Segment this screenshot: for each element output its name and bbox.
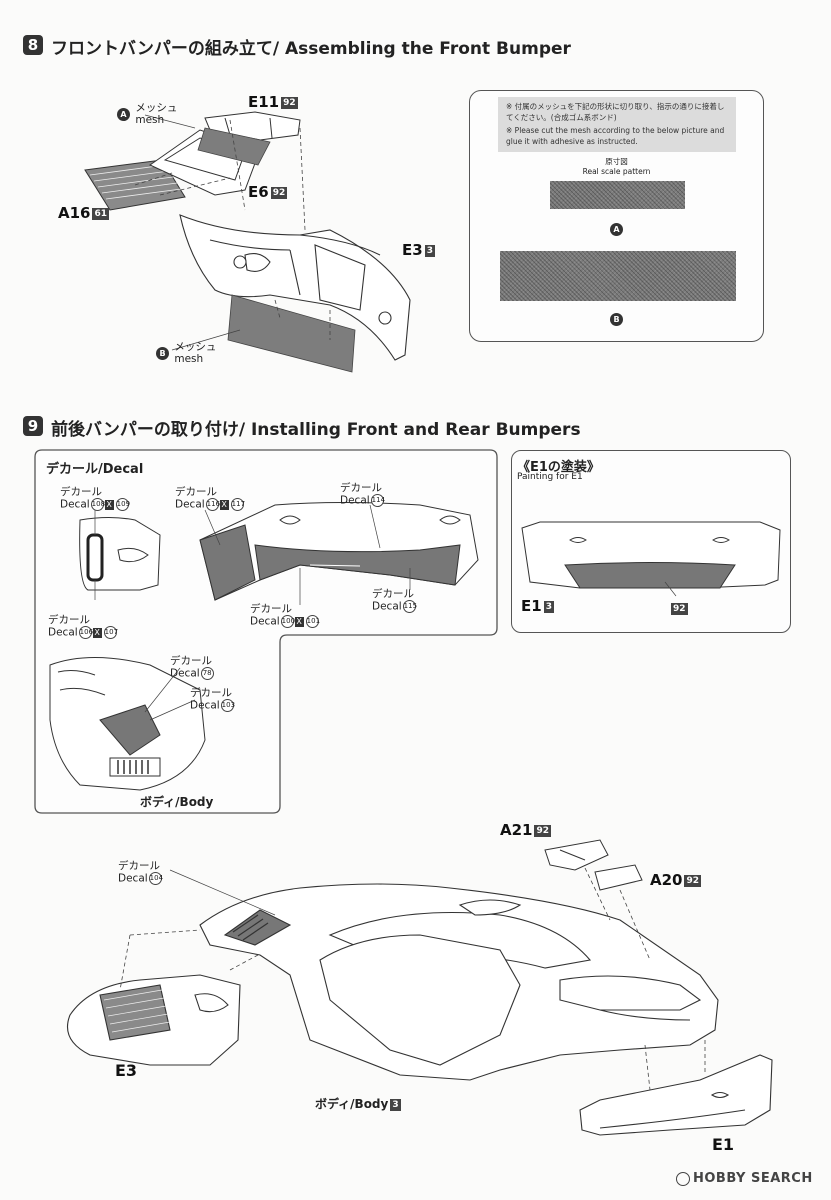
- part-label-e1-assembly: E1: [712, 1135, 735, 1154]
- marker-a-icon: A: [610, 223, 623, 236]
- assembly-guide-lines: [119, 867, 706, 1091]
- mesh-b-label: B メッシュ mesh: [156, 341, 216, 365]
- rear-bumper-decal-view: [199, 502, 479, 601]
- marker-b-icon: B: [156, 346, 169, 360]
- mesh-a-label: A メッシュ mesh: [117, 102, 177, 126]
- part-a21: [544, 839, 609, 871]
- step-8-badge: 8: [23, 35, 43, 55]
- step-8-guide-lines: [134, 119, 331, 340]
- hobby-search-logo-icon: [676, 1171, 690, 1186]
- marker-b-icon: B: [610, 313, 623, 326]
- body-front-decal-view: [49, 657, 206, 791]
- marker-a-icon: A: [117, 107, 130, 121]
- real-scale-heading: 原寸図 Real scale pattern: [582, 157, 651, 176]
- real-scale-pattern-box: ※ 付属のメッシュを下記の形状に切り取り、指示の通りに接着してください。(合成ゴ…: [469, 90, 764, 342]
- decal-body-label: ボディ/Body: [140, 795, 214, 809]
- step-9-title: 前後バンパーの取り付け/ Installing Front and Rear B…: [51, 420, 581, 440]
- mesh-a-piece: [197, 127, 271, 166]
- part-e3-front-bumper: [179, 214, 411, 361]
- e1-paint-callout: 92: [671, 602, 688, 615]
- part-a20: [594, 864, 643, 891]
- hobby-search-watermark: HOBBY SEARCH: [676, 1171, 813, 1186]
- e1-painting-subheading: Painting for E1: [517, 472, 583, 482]
- car-body: [199, 883, 719, 1081]
- part-label-e3-assembly: E3: [115, 1061, 138, 1080]
- mesh-instruction-note: ※ 付属のメッシュを下記の形状に切り取り、指示の通りに接着してください。(合成ゴ…: [498, 97, 736, 152]
- step-9-badge: 9: [23, 416, 43, 436]
- mesh-a-pattern: [550, 181, 685, 209]
- mesh-b-piece: [227, 294, 356, 373]
- mesh-b-pattern: [500, 251, 736, 301]
- rear-bumper-e1: [579, 1054, 773, 1136]
- e1-painting-heading: 《E1の塗装》: [517, 460, 600, 475]
- step-8-title: フロントバンパーの組み立て/ Assembling the Front Bump…: [51, 39, 571, 59]
- decal-panel-heading: デカール/Decal: [46, 462, 144, 477]
- rear-fender-side-view: [79, 517, 161, 591]
- front-bumper-e3-assembled: [66, 974, 241, 1066]
